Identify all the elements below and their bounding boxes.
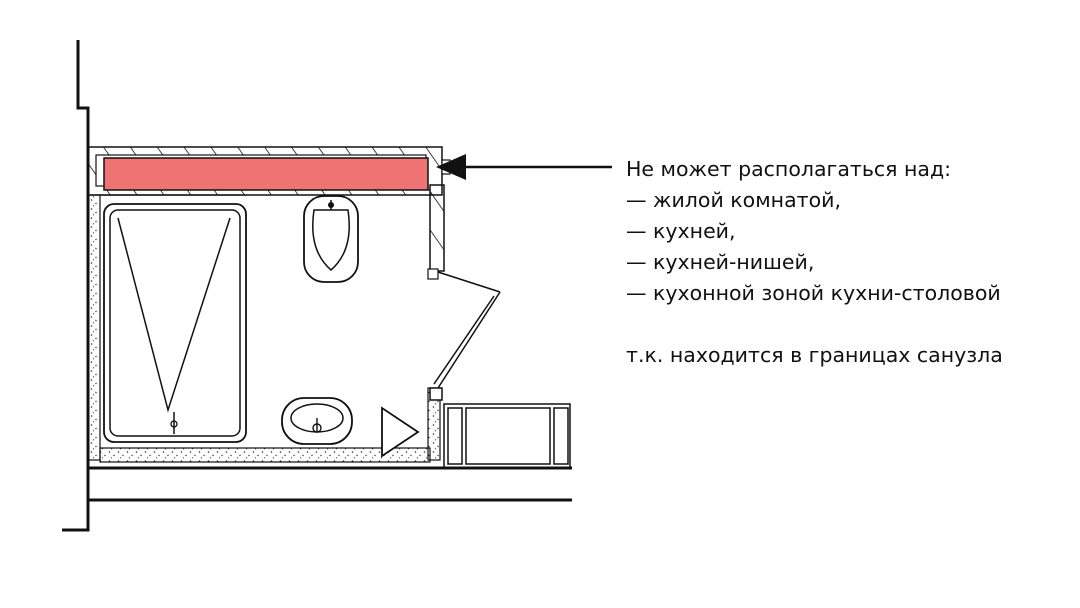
riser-triangle: [381, 406, 420, 458]
arrowhead-icon: [436, 154, 466, 180]
right-partition-hatched: [427, 159, 451, 280]
door: [429, 271, 501, 401]
washbasin: [281, 397, 353, 445]
highlighted-zone: [103, 157, 429, 191]
bathtub: [103, 203, 247, 443]
annotation-item-kitchen-niche: — кухней-нишей,: [626, 250, 815, 274]
leader-arrow: [436, 154, 612, 180]
annotation-item-kitchen-dining: — кухонной зоной кухни-столовой: [626, 281, 1001, 305]
toilet: [303, 195, 359, 283]
annotation-heading: Не может располагаться над:: [626, 157, 952, 181]
annotation-text: Не может располагаться над: — жилой комн…: [626, 154, 1003, 371]
insulated-walls-dotted: [87, 194, 441, 463]
annotation-spacer: [626, 309, 1003, 340]
annotation-item-kitchen: — кухней,: [626, 219, 736, 243]
adjacent-cabinets: [443, 403, 571, 469]
annotation-reason: т.к. находится в границах санузла: [626, 343, 1003, 367]
annotation-item-living-room: — жилой комнатой,: [626, 188, 841, 212]
